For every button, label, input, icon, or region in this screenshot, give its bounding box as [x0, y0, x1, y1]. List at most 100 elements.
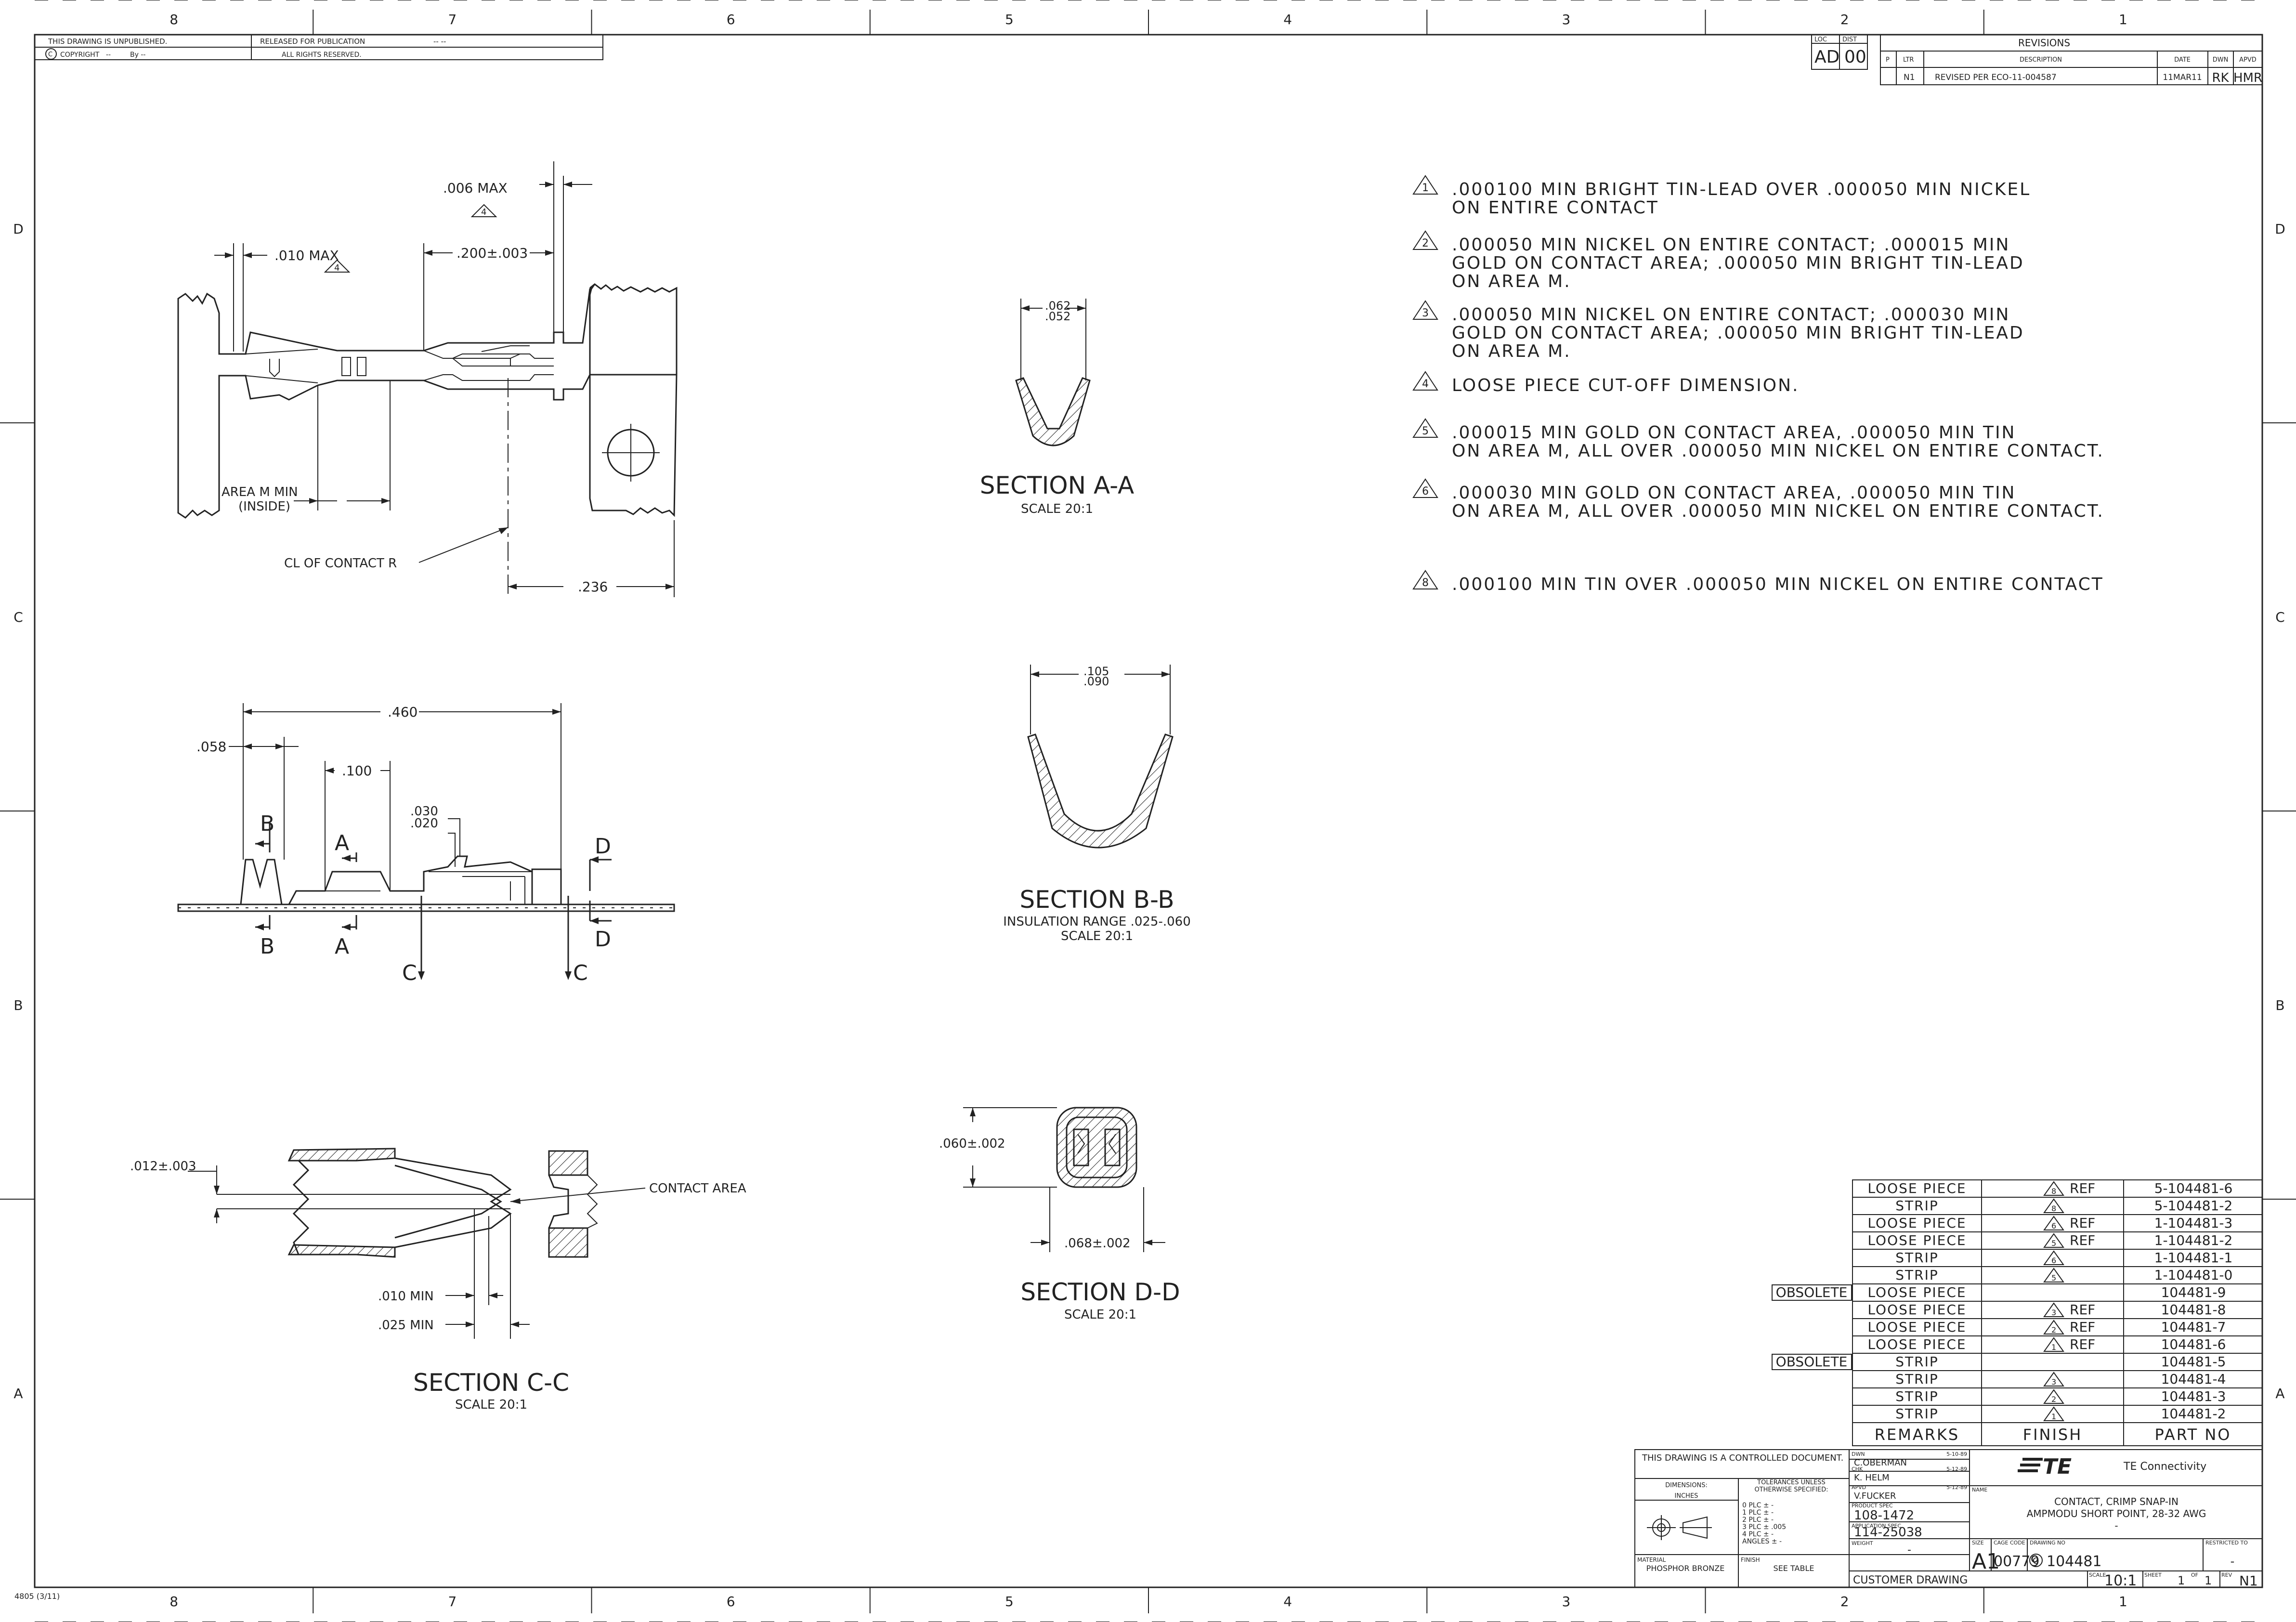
section-c-left: C	[402, 961, 417, 985]
projection-icon	[1647, 1515, 1712, 1540]
header-remarks: REMARKS	[1875, 1426, 1959, 1444]
row-remarks: STRIP	[1895, 1198, 1938, 1214]
section-a-bottom: A	[335, 934, 349, 959]
loc-value: AD	[1814, 47, 1839, 67]
otherwise-label: OTHERWISE SPECIFIED:	[1754, 1486, 1828, 1493]
note-flag-3: 3	[1422, 307, 1429, 319]
row-finish-flag: 5	[2051, 1273, 2056, 1282]
rev-apvd: HMR	[2233, 71, 2262, 85]
zone-col-top-1: 1	[2119, 12, 2127, 27]
rev-description: REVISED PER ECO-11-004587	[1935, 73, 2057, 82]
row-part-no: 1-104481-3	[2154, 1215, 2233, 1231]
row-finish-flag: 5	[2051, 1239, 2056, 1248]
revisions-title: REVISIONS	[2018, 37, 2070, 49]
section-cc-title: SECTION C-C	[413, 1369, 569, 1397]
zone-col-bot-7: 7	[448, 1594, 457, 1609]
section-d-bottom: D	[595, 927, 611, 952]
row-obsolete-badge: OBSOLETE	[1776, 1284, 1848, 1300]
aa-dim-bottom: .052	[1045, 310, 1070, 323]
dim-236: .236	[578, 579, 608, 595]
of-value: 1	[2205, 1574, 2212, 1587]
title-block: THIS DRAWING IS A CONTROLLED DOCUMENT. D…	[1634, 1449, 2263, 1589]
dim-058: .058	[196, 739, 226, 755]
material-value: PHOSPHOR BRONZE	[1646, 1564, 1725, 1573]
note-6-line-1: .000030 MIN GOLD ON CONTACT AREA, .00005…	[1452, 483, 2016, 503]
note-flag-5: 5	[1422, 425, 1429, 437]
zone-row-right-D: D	[2275, 221, 2285, 237]
chk-label: CHK	[1852, 1466, 1863, 1472]
note-3-line-2: GOLD ON CONTACT AREA; .000050 MIN BRIGHT…	[1452, 323, 2024, 343]
section-cc-scale: SCALE 20:1	[455, 1398, 527, 1412]
area-m-label: AREA M MIN	[222, 485, 298, 499]
zone-col-bot-8: 8	[170, 1594, 178, 1609]
zone-col-top-6: 6	[727, 12, 735, 27]
plating-notes: 1.000100 MIN BRIGHT TIN-LEAD OVER .00005…	[1412, 175, 2104, 594]
section-dd-scale: SCALE 20:1	[1064, 1308, 1136, 1322]
note-5-line-2: ON AREA M, ALL OVER .000050 MIN NICKEL O…	[1452, 441, 2104, 461]
section-bb-title: SECTION B-B	[1019, 886, 1174, 914]
row-ref: REF	[2070, 1336, 2095, 1352]
row-obsolete-badge: OBSOLETE	[1776, 1354, 1848, 1370]
copyright-glyph: C	[48, 51, 52, 58]
released-text: RELEASED FOR PUBLICATION	[260, 37, 365, 46]
row-ref: REF	[2070, 1180, 2095, 1196]
note-2-line-2: GOLD ON CONTACT AREA; .000050 MIN BRIGHT…	[1452, 253, 2024, 273]
row-finish-flag: 2	[2051, 1395, 2056, 1404]
row-part-no: 104481-9	[2161, 1284, 2226, 1300]
cc-dim-010: .010 MIN	[378, 1289, 434, 1304]
zone-col-bot-1: 1	[2119, 1594, 2127, 1609]
tolerance-list: 0 PLC ± -1 PLC ± -2 PLC ± -3 PLC ± .0054…	[1742, 1502, 1786, 1545]
note-1-line-1: .000100 MIN BRIGHT TIN-LEAD OVER .000050…	[1452, 180, 2031, 199]
note-1-line-2: ON ENTIRE CONTACT	[1452, 198, 1659, 218]
row-remarks: STRIP	[1895, 1267, 1938, 1283]
note-flag-4: 4	[1422, 378, 1429, 390]
copyright-year: --	[106, 51, 111, 59]
scale-label: SCALE	[2089, 1572, 2106, 1578]
zone-col-bot-2: 2	[1840, 1594, 1849, 1609]
cc-dim-012: .012±.003	[130, 1159, 196, 1174]
zone-row-left-B: B	[13, 997, 23, 1013]
dd-dim-height: .060±.002	[939, 1137, 1005, 1151]
dwg-no: 104481	[2047, 1553, 2102, 1570]
section-aa-title: SECTION A-A	[980, 471, 1134, 499]
section-bb-view: .105 .090 SECTION B-B INSULATION RANGE .…	[1003, 665, 1191, 943]
section-cc-view: .012±.003 CONTACT AREA .010 MIN .025 MIN…	[130, 1148, 746, 1412]
row-ref: REF	[2070, 1215, 2095, 1231]
row-remarks: LOOSE PIECE	[1867, 1180, 1966, 1196]
app-spec-label: APPLICATION SPEC	[1852, 1523, 1901, 1529]
ltr-label: LTR	[1903, 56, 1914, 64]
row-remarks: LOOSE PIECE	[1867, 1319, 1966, 1335]
note-flag-4-a: 4	[481, 207, 486, 217]
zone-col-top-3: 3	[1562, 12, 1570, 27]
finish-value: SEE TABLE	[1774, 1564, 1814, 1573]
restricted-value: -	[2231, 1555, 2235, 1568]
tolerance-line: 2 PLC ± -	[1742, 1516, 1774, 1524]
size-value: A1	[1972, 1549, 2000, 1574]
dim-200: .200±.003	[457, 245, 528, 261]
row-finish-flag: 6	[2051, 1256, 2056, 1265]
p-label: P	[1886, 56, 1890, 64]
row-part-no: 5-104481-2	[2154, 1198, 2233, 1214]
dist-label: DIST	[1842, 36, 1857, 43]
copyright-by: By --	[130, 51, 145, 59]
apvd-label: APVD	[1852, 1484, 1866, 1491]
rev-value: N1	[2239, 1573, 2258, 1589]
product-spec-label: PRODUCT SPEC	[1852, 1503, 1893, 1509]
dim-020: .020	[410, 816, 438, 831]
row-part-no: 104481-8	[2161, 1302, 2226, 1318]
chk-name: K. HELM	[1854, 1473, 1890, 1483]
sheet-label: SHEET	[2144, 1572, 2162, 1578]
product-spec: 108-1472	[1854, 1508, 1914, 1523]
zone-row-right-C: C	[2275, 609, 2285, 625]
row-part-no: 104481-6	[2161, 1336, 2226, 1352]
row-part-no: 104481-4	[2161, 1371, 2226, 1387]
dimensions-label: DIMENSIONS:	[1665, 1482, 1708, 1489]
date-label: DATE	[2174, 56, 2191, 64]
row-part-no: 1-104481-2	[2154, 1232, 2233, 1248]
of-label: OF	[2191, 1572, 2198, 1578]
